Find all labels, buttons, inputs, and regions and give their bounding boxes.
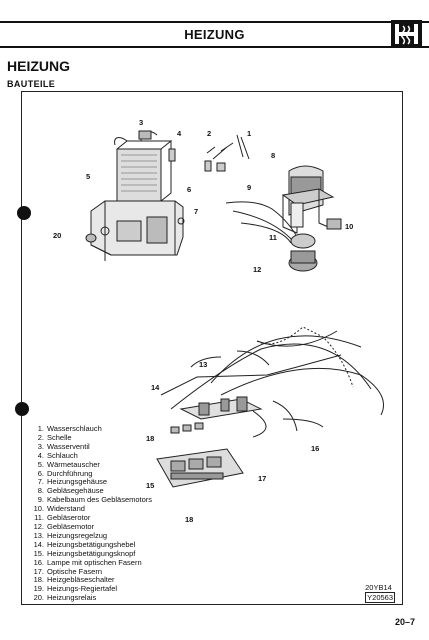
- callout-1: 1: [247, 129, 252, 138]
- legend-item-number: 15.: [33, 548, 44, 558]
- callout-2: 2: [207, 129, 212, 138]
- figure-code-1: 20YB14: [365, 583, 392, 592]
- legend-item-label: Kabelbaum des Gebläsemotors: [47, 495, 153, 505]
- callout-13: 13: [199, 360, 208, 369]
- header-rule-bottom: [0, 46, 429, 48]
- section-title: HEIZUNG: [7, 58, 70, 74]
- legend-item-number: 1.: [37, 424, 44, 433]
- callout-14: 14: [151, 383, 160, 392]
- legend-item-label: Optische Fasern: [47, 566, 103, 576]
- legend-item-number: 8.: [37, 486, 44, 496]
- callout-16: 16: [311, 444, 320, 453]
- legend-item-number: 16.: [33, 557, 44, 567]
- legend-item-number: 18.: [33, 575, 44, 585]
- legend-item-number: 19.: [33, 584, 44, 594]
- legend-item: 2.Schelle: [32, 432, 152, 443]
- heater-components-diagram: [85, 130, 384, 488]
- legend-item: 4.Schlauch: [32, 450, 152, 461]
- legend-item: 15.Heizungsbetätigungsknopf: [32, 548, 152, 559]
- legend-item-label: Widerstand: [47, 504, 85, 514]
- legend-item: 5.Wärmetauscher: [32, 459, 152, 470]
- legend-item-label: Lampe mit optischen Fasern: [47, 557, 142, 567]
- section-subtitle: BAUTEILE: [7, 79, 56, 89]
- callout-11: 11: [269, 233, 277, 242]
- legend-item-label: Schlauch: [47, 450, 78, 460]
- legend-item-number: 6.: [37, 468, 44, 478]
- legend-item-number: 12.: [33, 521, 44, 531]
- header-rule-top: [0, 21, 429, 23]
- heater-icon: [391, 20, 422, 48]
- diagram-frame: [21, 91, 403, 605]
- callout-15: 15: [146, 481, 155, 490]
- legend-item: 7.Heizungsgehäuse: [32, 477, 152, 487]
- legend-item-number: 13.: [33, 530, 44, 540]
- legend-item: 16.Lampe mit optischen Fasern: [32, 557, 152, 568]
- figure-code-2: Y20563: [365, 592, 395, 603]
- binder-hole-top: [17, 206, 31, 220]
- legend-item-label: Wärmetauscher: [47, 459, 100, 469]
- callout-9: 9: [247, 183, 252, 192]
- legend-item-label: Gebläsemotor: [47, 521, 95, 531]
- legend-item: 1.Wasserschlauch: [32, 424, 152, 434]
- legend-item-number: 2.: [37, 432, 44, 442]
- callout-7: 7: [194, 207, 199, 216]
- legend-item-number: 3.: [37, 441, 44, 451]
- page-number: 20–7: [395, 617, 416, 627]
- callout-8: 8: [271, 151, 276, 160]
- legend-item-label: Heizungsbetätigungsknopf: [47, 548, 136, 558]
- legend-item: 20.Heizungsrelais: [32, 593, 152, 603]
- legend-item: 13.Heizungsregelzug: [32, 530, 152, 541]
- binder-hole-bottom: [15, 402, 29, 416]
- header-title: HEIZUNG: [184, 27, 245, 42]
- legend-item-label: Wasserschlauch: [47, 424, 102, 433]
- legend-item-label: Heizungsrelais: [47, 593, 97, 603]
- legend-item-number: 10.: [33, 504, 44, 514]
- legend-item: 8.Gebläsegehäuse: [32, 486, 152, 496]
- callout-18-top: 18: [146, 434, 155, 443]
- legend-item-label: Gebläsegehäuse: [47, 486, 104, 496]
- callout-5: 5: [86, 172, 91, 181]
- legend-item-number: 4.: [37, 450, 44, 460]
- legend-item: 6.Durchführung: [32, 468, 152, 479]
- legend-item: 9.Kabelbaum des Gebläsemotors: [32, 495, 153, 505]
- legend-item: 17.Optische Fasern: [32, 566, 152, 577]
- figure-codes: 20YB14 Y20563: [365, 583, 395, 603]
- legend-item-label: Heizungsbetätigungshebel: [47, 539, 136, 549]
- callout-4: 4: [177, 129, 182, 138]
- legend-item: 10.Widerstand: [32, 504, 152, 514]
- callout-20: 20: [53, 231, 62, 240]
- callout-6: 6: [187, 185, 192, 194]
- callout-12: 12: [253, 265, 262, 274]
- callout-17: 17: [258, 474, 267, 483]
- legend-item-label: Durchführung: [47, 468, 93, 478]
- legend-item-number: 20.: [33, 593, 44, 603]
- legend-item-label: Schelle: [47, 432, 72, 442]
- legend-item-number: 17.: [33, 566, 44, 576]
- callout-18-bottom: 18: [185, 515, 194, 524]
- legend-item: 11.Gebläserotor: [32, 513, 152, 523]
- callout-10: 10: [345, 222, 354, 231]
- legend-item: 19.Heizungs-Regiertafel: [32, 584, 152, 594]
- legend-item: 12.Gebläsemotor: [32, 521, 152, 532]
- callout-3: 3: [139, 118, 144, 127]
- legend-item-number: 11.: [34, 513, 44, 523]
- legend-item-number: 7.: [37, 477, 44, 487]
- legend-item-label: Heizgebläseschalter: [47, 575, 115, 585]
- legend-item-label: Heizungsregelzug: [47, 530, 108, 540]
- legend-item: 14.Heizungsbetätigungshebel: [32, 539, 152, 550]
- legend-item-number: 5.: [37, 459, 44, 469]
- legend-item-number: 9.: [37, 495, 44, 505]
- legend-item-number: 14.: [33, 539, 44, 549]
- legend-item-label: Heizungs-Regiertafel: [47, 584, 118, 594]
- legend-item-label: Gebläserotor: [47, 513, 91, 523]
- legend-item-label: Wasserventil: [47, 441, 90, 451]
- legend-item: 3.Wasserventil: [32, 441, 152, 452]
- legend-item: 18.Heizgebläseschalter: [32, 575, 152, 585]
- legend-item-label: Heizungsgehäuse: [47, 477, 108, 487]
